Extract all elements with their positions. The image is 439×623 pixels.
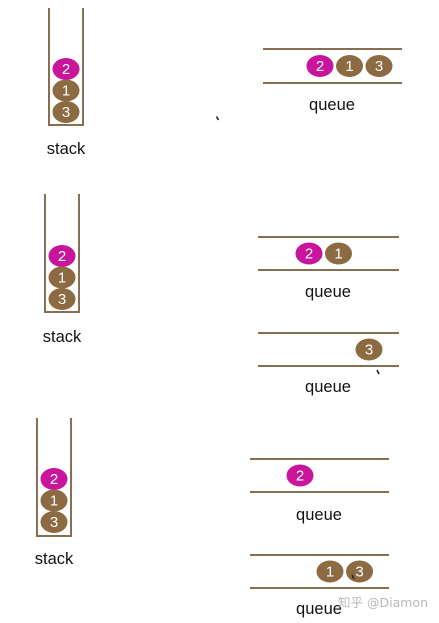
- queue-label: queue: [305, 283, 351, 301]
- ball-label: 1: [50, 493, 58, 510]
- ball-shape: [48, 288, 76, 310]
- ball-shape: [40, 511, 68, 533]
- ball-label: 2: [50, 471, 58, 488]
- ball-shape: [316, 560, 344, 583]
- ball-label: 2: [305, 246, 313, 263]
- ball-shape: [52, 101, 80, 123]
- ball-label: 2: [316, 58, 324, 75]
- ball-label: 2: [62, 61, 70, 78]
- ball-label: 3: [365, 342, 373, 359]
- ball-2: 2: [286, 464, 314, 487]
- ball-shape: [355, 338, 383, 361]
- ball-label: 1: [62, 83, 70, 100]
- ball-1: 1: [48, 266, 76, 289]
- stack-container: [36, 418, 72, 537]
- ball-shape: [48, 266, 76, 289]
- ball-label: 1: [345, 58, 353, 75]
- ball-1: 1: [316, 560, 344, 583]
- stack-label: stack: [35, 550, 74, 568]
- ball-shape: [336, 55, 363, 77]
- stack-label: stack: [47, 140, 86, 158]
- ball-shape: [40, 489, 68, 512]
- ball-shape: [52, 79, 80, 102]
- ball-3: 3: [355, 338, 383, 361]
- ball-label: 1: [334, 246, 342, 263]
- ball-shape: [365, 55, 393, 77]
- ball-3: 3: [346, 560, 373, 583]
- ball-2: 2: [40, 468, 68, 490]
- queue-label: queue: [296, 506, 342, 524]
- ball-1: 1: [325, 242, 352, 265]
- ball-shape: [40, 468, 68, 490]
- ball-shape: [325, 242, 352, 265]
- queue-label: queue: [305, 378, 351, 396]
- ball-2: 2: [306, 55, 334, 77]
- ball-label: 3: [50, 514, 58, 531]
- cursor-mark: [351, 574, 355, 580]
- ball-shape: [48, 245, 76, 267]
- stack-container: [48, 8, 84, 126]
- ball-label: 3: [375, 58, 383, 75]
- cursor-mark: [215, 116, 220, 121]
- ball-label: 2: [58, 248, 66, 265]
- ball-3: 3: [365, 55, 393, 77]
- ball-shape: [52, 58, 80, 80]
- ball-label: 1: [58, 270, 66, 287]
- ball-shape: [306, 55, 334, 77]
- ball-3: 3: [40, 511, 68, 533]
- ball-3: 3: [48, 288, 76, 310]
- ball-label: 3: [58, 291, 66, 308]
- ball-1: 1: [52, 79, 80, 102]
- ball-1: 1: [336, 55, 363, 77]
- ball-label: 1: [326, 564, 334, 581]
- cursor-mark: [376, 369, 380, 375]
- stack-container: [44, 194, 80, 313]
- ball-label: 3: [355, 564, 363, 581]
- ball-label: 2: [296, 468, 304, 485]
- ball-shape: [295, 242, 323, 265]
- queue-label: queue: [296, 600, 342, 618]
- stack-label: stack: [43, 328, 82, 346]
- watermark-text: 知乎 @Diamon: [338, 595, 428, 610]
- ball-label: 3: [62, 104, 70, 121]
- queue-label: queue: [309, 96, 355, 114]
- ball-shape: [286, 464, 314, 487]
- ball-2: 2: [295, 242, 323, 265]
- ball-3: 3: [52, 101, 80, 123]
- ball-1: 1: [40, 489, 68, 512]
- ball-2: 2: [52, 58, 80, 80]
- ball-2: 2: [48, 245, 76, 267]
